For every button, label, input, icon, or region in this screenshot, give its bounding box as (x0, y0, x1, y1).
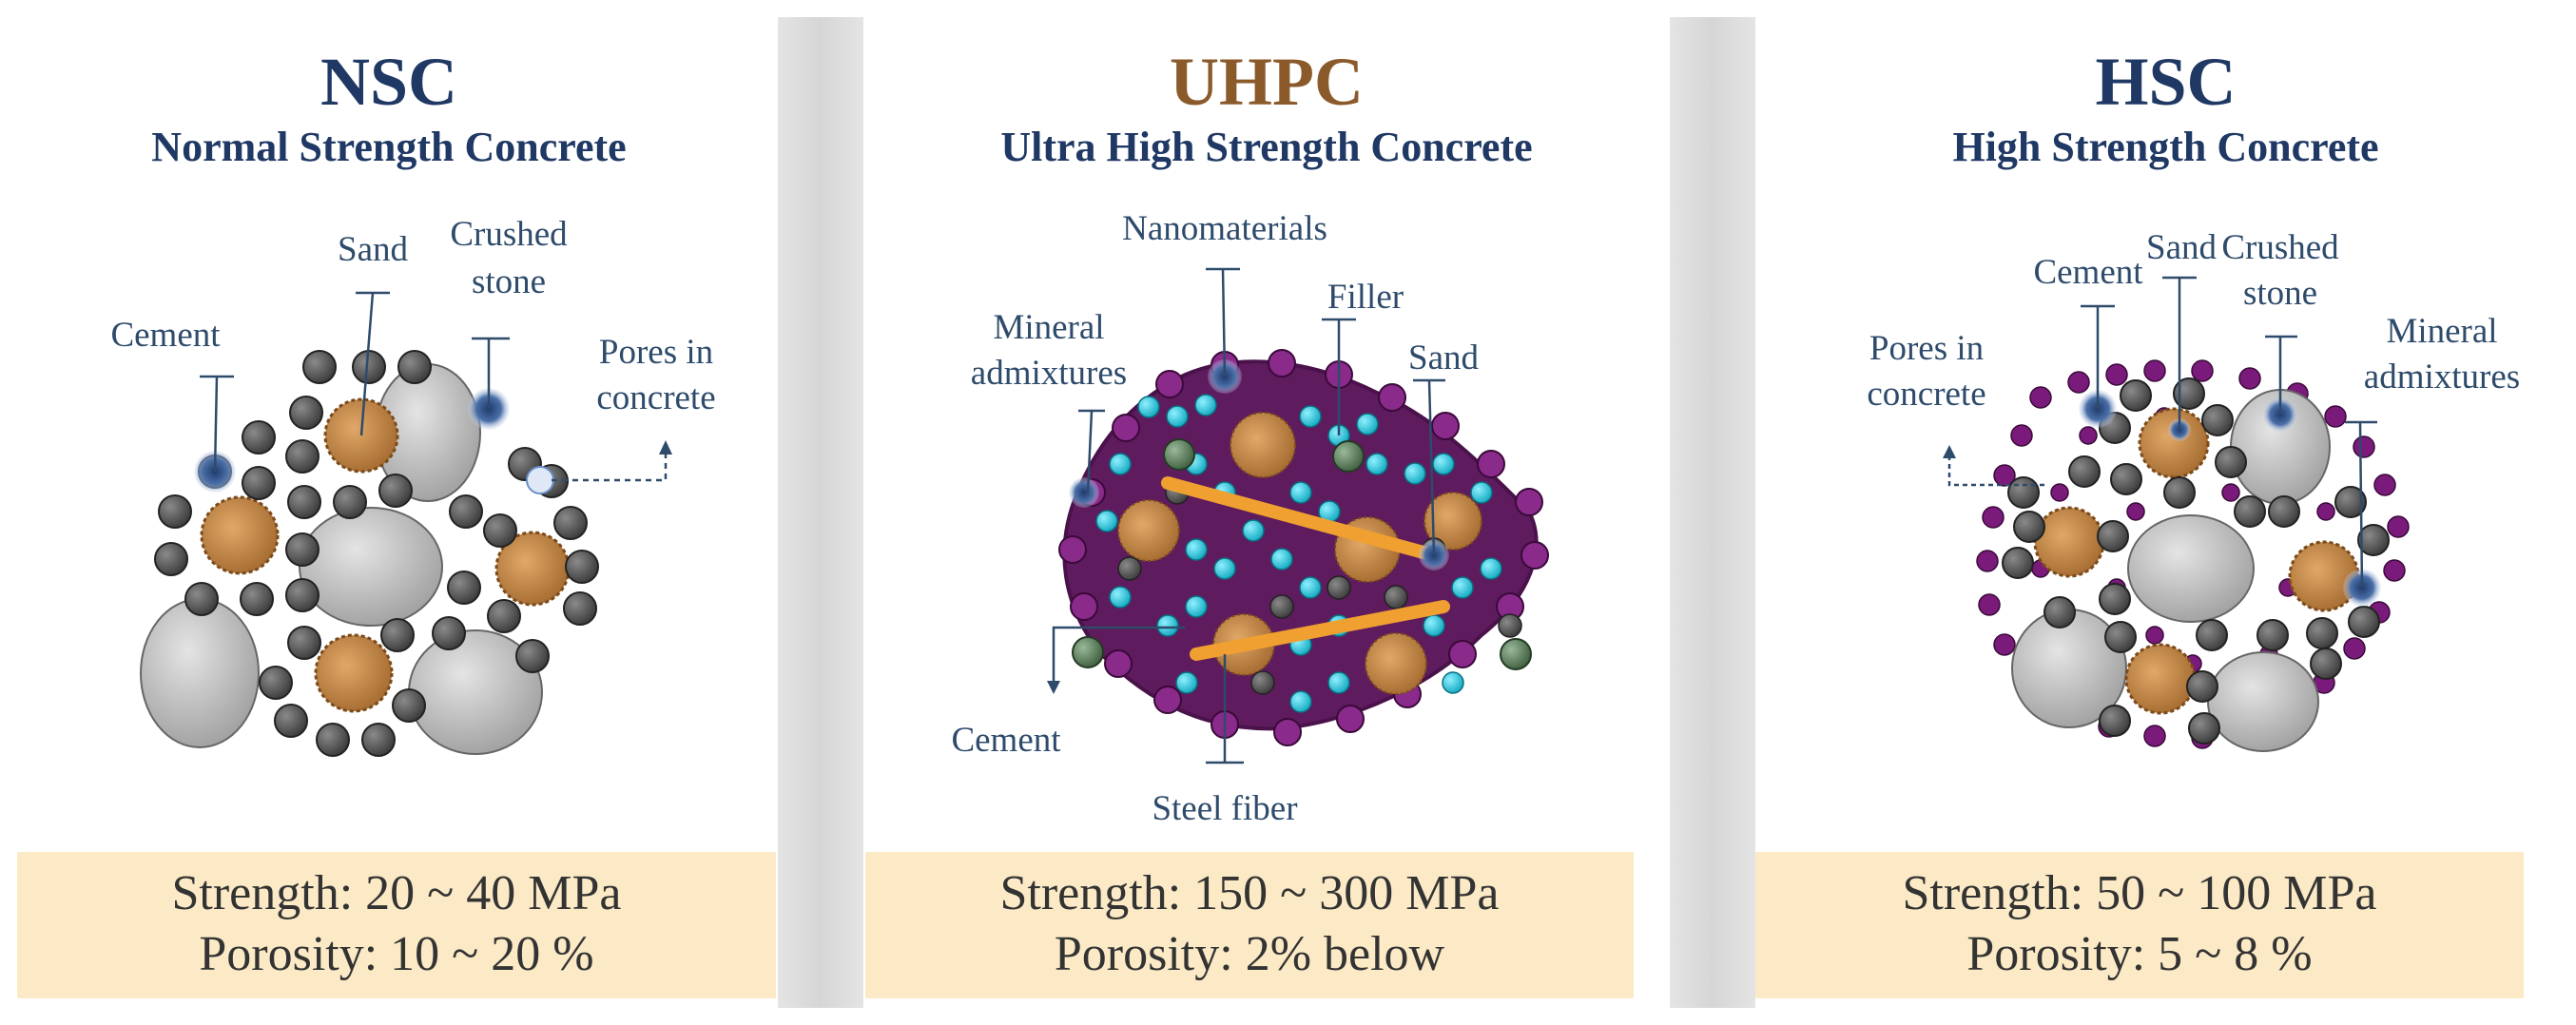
nanomaterial-particles (1095, 394, 1502, 713)
cement-label: Cement (110, 316, 221, 355)
steel-fibers (1161, 476, 1450, 661)
steel-fiber-label: Steel fiber (1152, 789, 1297, 828)
uhpc-panel: UHPC Ultra High Strength Concrete (863, 17, 1670, 1008)
cement-particles (2002, 377, 2390, 745)
nsc-strength: Strength: 20 ~ 40 MPa (171, 866, 622, 920)
sand-label: Sand (338, 230, 409, 269)
uhpc-properties-box: Strength: 150 ~ 300 MPa Porosity: 2% bel… (865, 852, 1634, 998)
leader-lines (1947, 276, 2377, 589)
panel-divider (778, 17, 863, 1008)
uhpc-abbreviation: UHPC (1170, 44, 1364, 120)
crushed-stone-label: Crushed (2221, 228, 2339, 267)
mineral-admixtures-label: Mineral (993, 308, 1104, 347)
nsc-full-name: Normal Strength Concrete (151, 124, 627, 170)
nsc-porosity: Porosity: 10 ~ 20 % (199, 927, 594, 981)
uhpc-porosity: Porosity: 2% below (1054, 927, 1445, 981)
pores-label: Pores in (599, 333, 713, 372)
crushed-stone-label-2: stone (2243, 274, 2317, 313)
uhpc-strength: Strength: 150 ~ 300 MPa (999, 866, 1500, 920)
hsc-abbreviation: HSC (2095, 44, 2237, 120)
pore-markers (2079, 390, 2381, 607)
crushed-stone-label: Crushed (450, 215, 568, 254)
sand-label: Sand (2146, 228, 2218, 267)
hsc-properties-box: Strength: 50 ~ 100 MPa Porosity: 5 ~ 8 % (1755, 852, 2524, 998)
arrow-icon (659, 440, 672, 454)
nsc-microstructure-diagram: Sand Crushed stone Cement Pores in concr… (110, 215, 716, 757)
filler-label: Filler (1327, 278, 1404, 317)
hsc-microstructure-diagram: Cement Sand Crushed stone Pores in concr… (1867, 228, 2520, 752)
pores-label-2: concrete (596, 378, 715, 417)
sand-particles (2033, 407, 2360, 715)
cement-label: Cement (2033, 253, 2143, 292)
nsc-properties-box: Strength: 20 ~ 40 MPa Porosity: 10 ~ 20 … (17, 852, 776, 998)
pores-label-2: concrete (1867, 375, 1985, 414)
arrow-icon (1943, 445, 1956, 458)
nanomaterials-label: Nanomaterials (1122, 209, 1327, 248)
nsc-panel: NSC Normal Strength Concrete (0, 17, 778, 1008)
leader-lines (200, 291, 668, 482)
mineral-admixtures-label-2: admixtures (2364, 358, 2520, 396)
pore-markers (1069, 359, 1449, 571)
hsc-strength: Strength: 50 ~ 100 MPa (1902, 866, 2377, 920)
pores-label: Pores in (1869, 329, 1984, 368)
cement-label: Cement (951, 721, 1061, 760)
mineral-admixtures-label: Mineral (2386, 312, 2497, 351)
hsc-porosity: Porosity: 5 ~ 8 % (1966, 927, 2313, 981)
sand-label: Sand (1408, 338, 1480, 377)
panel-divider (1670, 17, 1755, 1008)
sand-particles (1117, 412, 1482, 695)
hsc-panel: HSC High Strength Concrete (1755, 17, 2576, 1008)
uhpc-microstructure-diagram: Nanomaterials Filler Mineral admixtures … (951, 209, 1549, 828)
stone-particles (140, 363, 543, 755)
uhpc-full-name: Ultra High Strength Concrete (1000, 124, 1533, 170)
hsc-full-name: High Strength Concrete (1952, 124, 2379, 170)
nsc-abbreviation: NSC (320, 44, 458, 120)
arrow-icon (1047, 681, 1060, 694)
leader-lines (1052, 267, 1445, 764)
filler-particles (1072, 438, 1532, 670)
stone-particles (2011, 389, 2331, 752)
mineral-admixtures-label-2: admixtures (971, 354, 1127, 393)
crushed-stone-label-2: stone (472, 262, 546, 301)
